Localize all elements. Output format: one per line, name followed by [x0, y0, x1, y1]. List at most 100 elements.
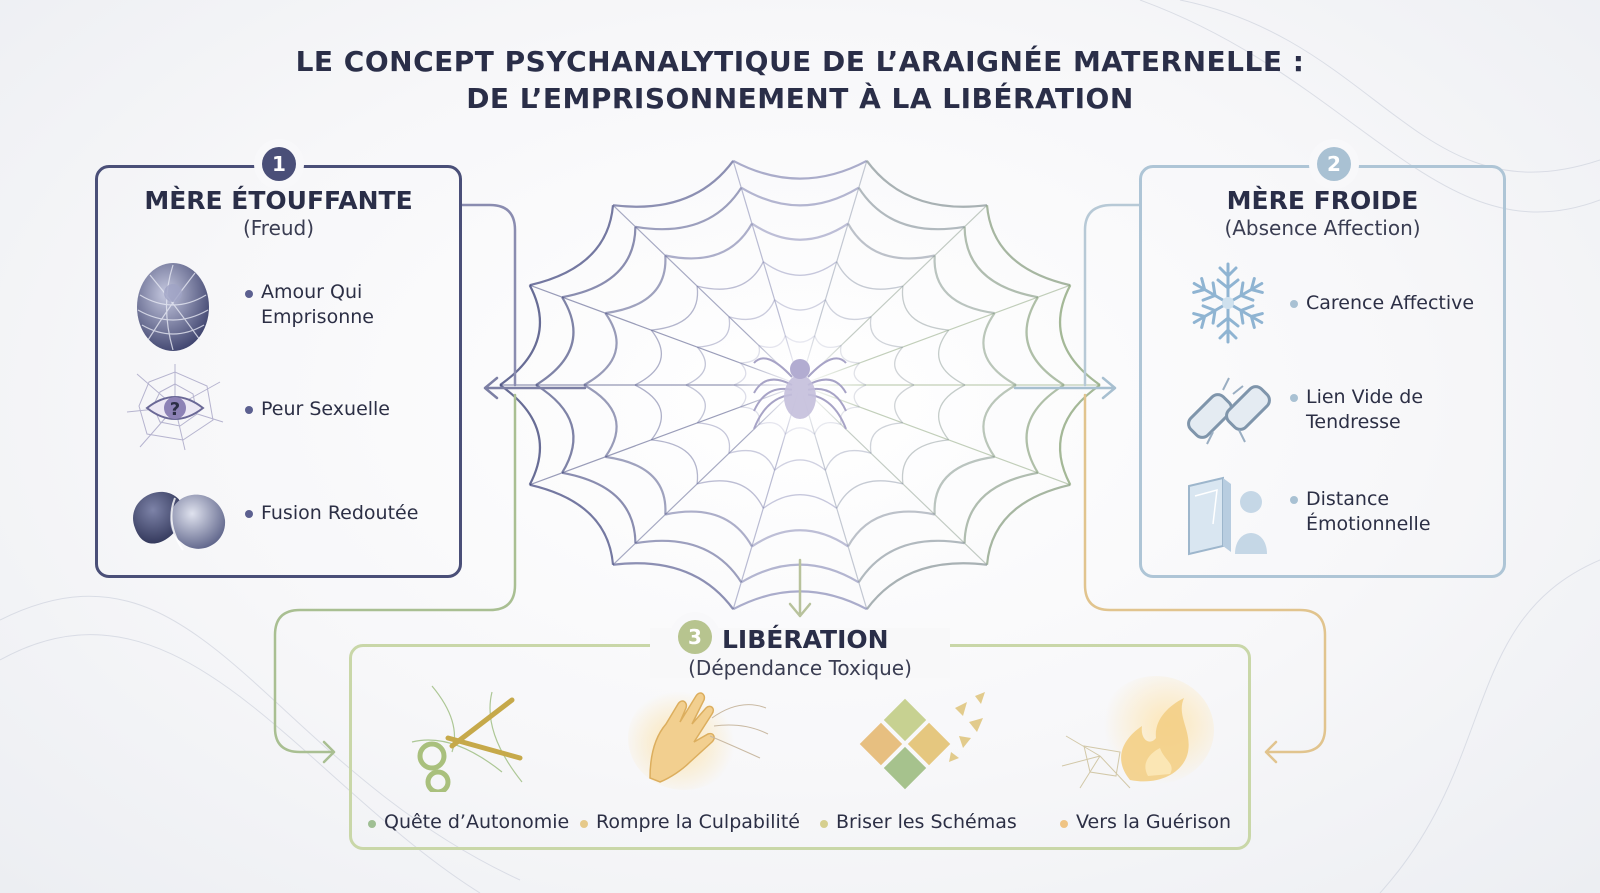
panel-2-title: MÈRE FROIDE [1226, 186, 1419, 215]
web-ring [740, 186, 860, 207]
web-ring [583, 384, 618, 458]
web-ring [685, 346, 706, 386]
web-ring [1025, 384, 1065, 474]
web-ring [696, 480, 764, 509]
web-ring [685, 384, 706, 424]
wrapped-egg-icon [137, 263, 209, 351]
web-ring [985, 483, 1071, 565]
web-ring [894, 384, 915, 424]
web-ring [901, 439, 949, 484]
panel-2-item-2-line-1: Lien Vide de [1306, 386, 1424, 408]
web-ring [665, 223, 753, 260]
arrow-to-panel1 [483, 376, 587, 400]
broken-chain-icon [1187, 377, 1271, 445]
panel-3-title: LIBÉRATION [722, 625, 889, 654]
panel-2-subtitle: (Absence Affection) [1224, 216, 1421, 240]
web-ring [634, 384, 662, 441]
fusion-blobs-icon [133, 491, 226, 551]
web-ring [982, 312, 1017, 386]
panel-2-item-3-line-1: Distance [1306, 488, 1390, 510]
web-ring [762, 261, 838, 276]
web-ring [985, 205, 1071, 287]
web-ring [728, 449, 776, 471]
web-ring [865, 562, 988, 610]
spider-head [790, 359, 810, 379]
bullet-dot [245, 406, 253, 414]
web-ring [933, 455, 995, 515]
panel-2-item-2-line-2: Tendresse [1306, 411, 1401, 433]
bullet-dot [1290, 496, 1298, 504]
web-ring [612, 160, 735, 208]
panel-3-number-badge: 3 [678, 620, 712, 654]
connector-web-to-panel1 [460, 203, 517, 387]
web-ring [697, 422, 731, 454]
web-ring [635, 539, 743, 583]
svg-text:?: ? [170, 399, 180, 420]
web-ring [1058, 384, 1101, 486]
web-ring [938, 384, 966, 441]
connector-web-to-panel2 [1083, 203, 1141, 387]
web-ring [499, 384, 542, 486]
web-ring [751, 529, 849, 548]
web-ring [836, 261, 904, 290]
panel-3-subtitle: (Dépendance Toxique) [688, 656, 912, 680]
panel-1-title: MÈRE ÉTOUFFANTE [144, 186, 413, 215]
web-ring [963, 226, 1039, 299]
glass-barrier-icon [1188, 476, 1267, 556]
bullet-dot [1060, 820, 1068, 828]
spider-abdomen [784, 375, 816, 419]
web-ring [857, 187, 965, 231]
spider-web-illustration [499, 159, 1101, 611]
web-ring [894, 346, 915, 386]
web-ring [865, 160, 988, 208]
bullet-dot [1290, 300, 1298, 308]
scissors-icon [411, 685, 523, 792]
shattering-tiles-icon [859, 692, 985, 790]
web-ring [561, 226, 637, 299]
web-ring [634, 329, 662, 386]
bullet-dot [1290, 394, 1298, 402]
web-ring [938, 329, 966, 386]
panel-1-number-badge: 1 [262, 147, 296, 181]
web-ring [1025, 296, 1065, 386]
web-ring [651, 439, 699, 484]
web-ring [635, 187, 743, 231]
hand-breaking-threads-icon [628, 686, 769, 790]
web-ring [824, 449, 872, 471]
panel-1-subtitle: (Freud) [242, 216, 315, 240]
panel-2-item-3-line-2: Émotionnelle [1306, 513, 1431, 535]
web-ring [728, 299, 776, 321]
web-ring [732, 159, 868, 180]
panel-2-number-badge: 2 [1317, 147, 1351, 181]
liberation-item-2-label: Rompre la Culpabilité [596, 811, 800, 833]
web-ring [751, 222, 849, 241]
arrow-to-panel2 [1013, 376, 1117, 400]
web-ring [697, 316, 731, 348]
web-ring [762, 494, 838, 509]
web-ring [535, 384, 575, 474]
web-ring [857, 539, 965, 583]
web-ring [869, 422, 903, 454]
web-ring [605, 255, 667, 315]
web-ring [901, 286, 949, 331]
web-ring [774, 459, 826, 471]
snowflake-icon [1187, 262, 1269, 344]
web-ring [869, 316, 903, 348]
web-ring [847, 223, 935, 260]
web-ring [665, 510, 753, 547]
web-ring [529, 483, 615, 565]
web-ring [696, 261, 764, 290]
liberation-item-1-label: Quête d’Autonomie [384, 811, 570, 833]
web-ring [583, 312, 618, 386]
web-ring [982, 384, 1017, 458]
web-ring [836, 480, 904, 509]
web-ring [1058, 284, 1101, 386]
web-ring [933, 255, 995, 315]
web-ring [612, 562, 735, 610]
eye-web-icon: ? [126, 364, 224, 451]
web-ring [535, 296, 575, 386]
bullet-dot [580, 820, 588, 828]
liberation-item-3-label: Briser les Schémas [836, 811, 1017, 833]
liberation-item-4-label: Vers la Guérison [1076, 811, 1232, 833]
